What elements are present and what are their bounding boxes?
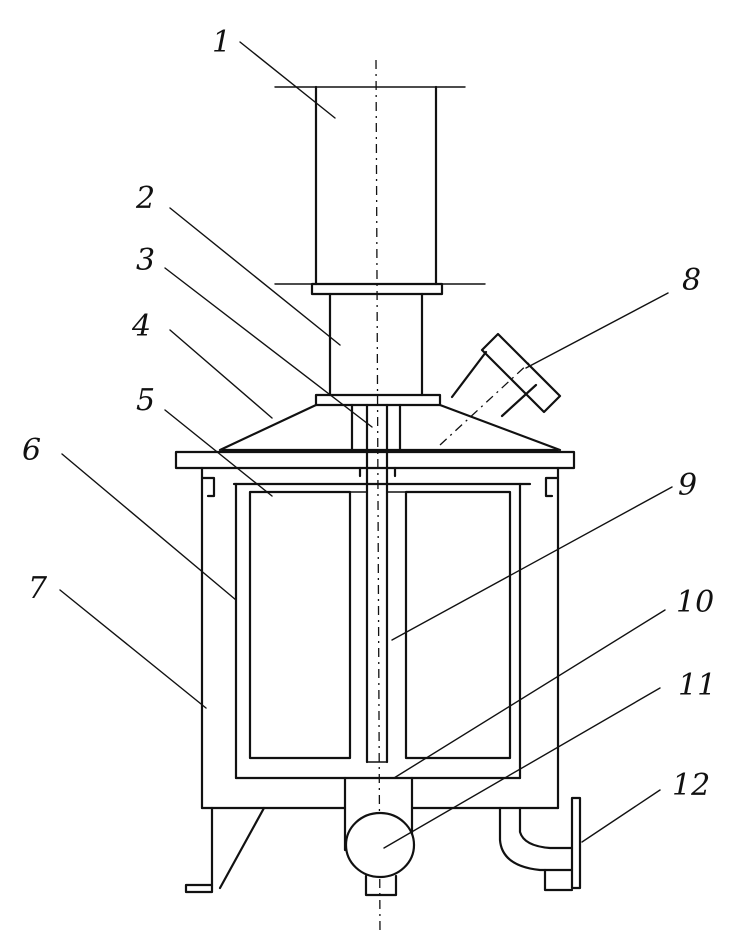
center-axis bbox=[375, 59, 381, 936]
bottom-outlet bbox=[343, 776, 416, 897]
label-12: 12 bbox=[672, 768, 710, 803]
label-7: 7 bbox=[28, 571, 48, 606]
connecting-pipe bbox=[310, 282, 444, 407]
label-8: 8 bbox=[682, 263, 701, 298]
agitator-shaft bbox=[350, 403, 402, 764]
label-10: 10 bbox=[676, 585, 714, 620]
label-3: 3 bbox=[136, 243, 155, 278]
label-4: 4 bbox=[131, 309, 151, 344]
label-1: 1 bbox=[212, 25, 231, 60]
label-9: 9 bbox=[678, 468, 697, 503]
inlet-nozzle bbox=[439, 332, 562, 446]
inner-basket bbox=[232, 482, 532, 780]
outer-tank bbox=[200, 466, 560, 810]
top-flange-plate bbox=[174, 450, 576, 478]
paddles bbox=[248, 490, 512, 760]
top-stack bbox=[274, 85, 486, 286]
label-2: 2 bbox=[135, 181, 155, 216]
label-6: 6 bbox=[22, 433, 41, 468]
label-5: 5 bbox=[136, 383, 155, 418]
conical-hood bbox=[218, 403, 562, 452]
left-leg bbox=[184, 806, 266, 894]
leader-lines bbox=[59, 41, 673, 849]
right-drain bbox=[498, 796, 582, 892]
label-11: 11 bbox=[678, 668, 716, 703]
